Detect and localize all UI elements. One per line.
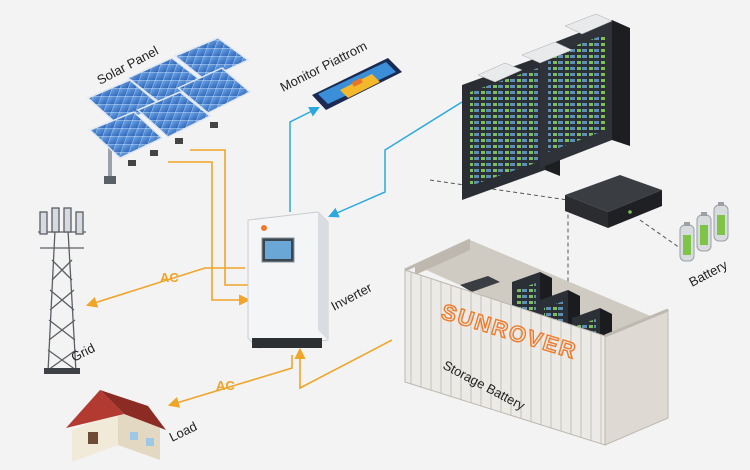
smartphone-monitor-icon: [312, 58, 402, 110]
storage-container-icon: [404, 238, 669, 446]
ac-load-label: AC: [216, 378, 235, 393]
flow-inverter-to-grid: [85, 267, 245, 308]
load-label: Load: [167, 419, 200, 445]
link-rack-to-inverter: [328, 101, 463, 218]
battery-cells-icon: [679, 202, 729, 262]
inverter-icon: [247, 211, 329, 349]
flow-solar-to-inverter-2: [190, 149, 248, 286]
rack-battery-module-icon: [565, 175, 662, 228]
inverter-label: Inverter: [328, 279, 375, 313]
power-flow-lines: [85, 149, 393, 408]
ac-grid-label: AC: [160, 270, 179, 285]
dash-rack-to-storage: [429, 179, 569, 298]
transmission-tower-icon: [38, 207, 86, 374]
server-rack-icon: [462, 13, 630, 200]
flow-solar-to-inverter-1: [168, 161, 251, 306]
link-inverter-to-monitor: [289, 107, 320, 212]
data-link-lines: [289, 101, 463, 218]
flow-storage-to-inverter: [294, 339, 393, 390]
battery-label: Battery: [686, 257, 730, 290]
house-icon: [66, 390, 166, 462]
grid-label: Grid: [69, 340, 98, 365]
solar-panel-array-icon: [86, 37, 252, 184]
flow-inverter-to-load: [167, 355, 293, 408]
